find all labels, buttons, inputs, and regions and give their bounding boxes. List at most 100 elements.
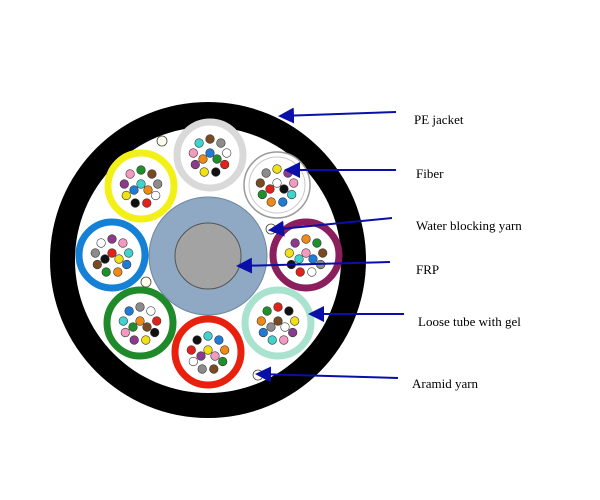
fiber xyxy=(258,327,268,338)
fiber xyxy=(192,335,202,345)
fiber xyxy=(280,322,290,332)
aramid-yarn-top xyxy=(156,135,168,147)
fiber xyxy=(128,322,138,332)
fiber xyxy=(265,184,275,194)
fiber xyxy=(222,148,232,158)
arrow-aramid-yarn xyxy=(255,366,399,383)
fiber xyxy=(129,185,139,195)
fiber xyxy=(211,167,221,177)
fiber xyxy=(279,335,289,345)
fiber xyxy=(107,234,117,244)
fiber xyxy=(186,345,196,355)
fiber xyxy=(284,248,294,258)
fiber xyxy=(114,254,124,264)
fiber xyxy=(290,238,300,248)
label-pe-jacket: PE jacket xyxy=(414,112,464,127)
fiber xyxy=(198,154,208,164)
fiber xyxy=(209,364,219,374)
fiber xyxy=(212,154,222,164)
fiber xyxy=(214,335,224,345)
label-fiber: Fiber xyxy=(416,166,444,181)
fiber xyxy=(141,335,151,345)
fiber xyxy=(210,351,220,361)
label-frp: FRP xyxy=(416,262,439,277)
fiber xyxy=(122,259,132,270)
fiber xyxy=(130,198,140,208)
fiber xyxy=(273,316,283,326)
fiber xyxy=(188,148,198,158)
fiber xyxy=(190,159,200,170)
fiber xyxy=(197,364,207,374)
fiber xyxy=(143,185,153,195)
fiber xyxy=(113,267,123,277)
fiber xyxy=(256,316,266,326)
fiber xyxy=(136,179,146,189)
fiber xyxy=(92,259,102,270)
fiber xyxy=(152,316,162,326)
fiber xyxy=(261,168,271,178)
fiber xyxy=(121,190,131,201)
fiber xyxy=(203,345,213,355)
fiber xyxy=(124,306,134,316)
fiber xyxy=(307,267,317,277)
fiber xyxy=(118,238,128,248)
loose-tubes xyxy=(75,118,343,389)
fiber xyxy=(284,306,294,316)
fiber xyxy=(142,322,152,332)
fiber xyxy=(289,178,299,188)
label-loose-tube: Loose tube with gel xyxy=(418,314,521,329)
fiber xyxy=(101,267,111,277)
fiber xyxy=(220,345,230,355)
fiber xyxy=(272,164,282,174)
arrow-frp xyxy=(236,257,391,274)
frp-core xyxy=(174,222,242,290)
fiber xyxy=(273,302,283,312)
fiber xyxy=(146,306,156,316)
fiber xyxy=(218,356,228,367)
fiber xyxy=(124,248,134,258)
fiber xyxy=(118,316,128,326)
fiber xyxy=(257,189,267,200)
fiber xyxy=(120,327,130,338)
fiber xyxy=(301,234,311,244)
label-aramid-yarn: Aramid yarn xyxy=(412,376,479,391)
fiber xyxy=(135,316,145,326)
fiber xyxy=(266,197,276,207)
fiber xyxy=(150,327,160,338)
label-water-blocking-yarn: Water blocking yarn xyxy=(416,218,522,233)
fiber xyxy=(318,248,328,258)
fiber xyxy=(151,190,161,201)
aramid-yarn-left xyxy=(140,276,152,288)
fiber xyxy=(267,335,277,345)
fiber xyxy=(96,238,106,248)
fiber xyxy=(308,254,318,264)
fiber xyxy=(136,165,146,175)
fiber xyxy=(129,335,139,345)
fiber xyxy=(288,327,298,338)
fiber xyxy=(196,351,206,361)
fiber xyxy=(272,178,282,188)
fiber xyxy=(203,331,213,341)
fiber xyxy=(266,322,276,332)
fiber xyxy=(188,356,198,367)
arrow-water-blocking-yarn xyxy=(268,217,393,237)
fiber xyxy=(125,169,135,179)
fiber xyxy=(147,169,157,179)
fiber xyxy=(153,179,163,189)
fiber xyxy=(287,189,297,200)
fiber xyxy=(100,254,110,264)
fiber xyxy=(290,316,300,326)
fiber xyxy=(294,254,304,264)
fiber xyxy=(205,148,215,158)
fiber xyxy=(279,184,289,194)
fiber xyxy=(90,248,100,258)
loose-tube-white-inner-ring xyxy=(248,156,306,214)
fiber xyxy=(142,198,152,208)
fiber xyxy=(301,248,311,258)
fiber xyxy=(255,178,265,188)
fiber xyxy=(107,248,117,258)
fiber xyxy=(312,238,322,248)
fiber xyxy=(205,134,215,144)
fiber xyxy=(295,267,305,277)
fiber xyxy=(135,302,145,312)
